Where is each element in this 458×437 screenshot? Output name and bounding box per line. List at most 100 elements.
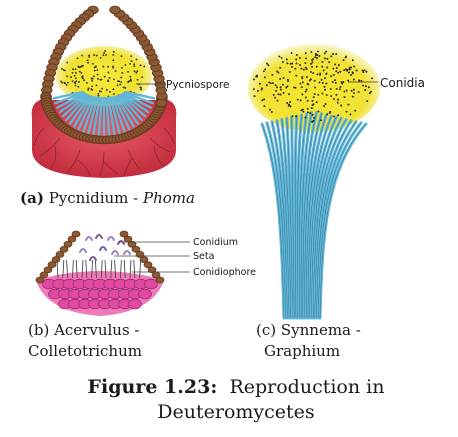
spore-dot <box>74 68 77 71</box>
conidiophore <box>110 259 113 279</box>
pycnidium-conidiophores <box>52 90 156 137</box>
spore-dot <box>99 78 102 81</box>
spore-dot <box>80 65 83 68</box>
spore-dot <box>120 55 123 57</box>
spore-dot <box>122 86 125 89</box>
conidium-dot <box>289 100 292 103</box>
panel-b-caption-line2: Colletotrichum <box>28 342 142 360</box>
conidium-dot <box>321 65 324 68</box>
conidium-dot <box>361 69 364 72</box>
conidium-dot <box>263 98 266 101</box>
conidium-dot <box>334 63 337 66</box>
spore-dot <box>119 83 122 86</box>
edge-bead <box>43 266 53 274</box>
conidium-dot <box>279 88 282 91</box>
spore-dot <box>112 59 115 62</box>
conidium-dot <box>295 54 298 56</box>
spore-dot <box>107 65 109 68</box>
spore-dot <box>64 82 67 85</box>
conidium-dot <box>325 72 328 75</box>
conidiophore-strand <box>92 96 101 136</box>
conidium-dot <box>362 71 365 74</box>
conidium-dot <box>358 79 361 82</box>
conidium-dot <box>352 78 355 81</box>
conidium-dot <box>315 65 318 68</box>
conidium-dot <box>324 57 327 60</box>
spore-dot <box>135 71 138 74</box>
conidium-dot <box>360 79 363 82</box>
conidia-dots <box>252 50 374 123</box>
conidium-dot <box>271 73 274 76</box>
spore-dot <box>78 70 81 73</box>
spore-dot <box>88 54 91 57</box>
conidium-dot <box>289 62 292 65</box>
host-cell <box>138 288 152 300</box>
spore-dot <box>86 59 89 62</box>
spore-dot <box>96 69 99 71</box>
conidiophore-strand <box>123 91 154 105</box>
spore-dot <box>60 80 63 83</box>
spore-dot <box>130 55 133 58</box>
pycniospore-dots <box>60 50 146 103</box>
conidiophore-strand <box>111 96 126 133</box>
spore-dot <box>77 85 80 88</box>
conidium-dot <box>339 86 342 88</box>
synnema-hypha-outline <box>261 123 285 319</box>
spore-dot <box>95 84 98 87</box>
conidium-dot <box>311 65 314 68</box>
conidiophore <box>66 259 69 279</box>
conidium-dot <box>285 58 288 61</box>
edge-bead <box>147 266 157 274</box>
conidium-dot <box>300 67 303 70</box>
synnema-hypha-outline <box>316 121 357 319</box>
spore-dot <box>61 67 63 70</box>
conidium-dot <box>324 103 327 106</box>
spore-dot <box>65 84 68 86</box>
synnema-hypha-outline <box>271 121 288 319</box>
conidia-mass <box>248 44 380 132</box>
conidium-dot <box>331 81 334 83</box>
conidium-dot <box>301 93 304 96</box>
conidiophore-strand <box>73 95 93 128</box>
conidium-dot <box>364 85 367 88</box>
conidium-dot <box>295 58 298 61</box>
conidium-dot <box>301 81 304 84</box>
spore-dot <box>80 71 83 74</box>
conidium-dot <box>347 103 350 106</box>
edge-bead <box>59 245 69 253</box>
conidium <box>79 248 87 253</box>
conidium-dot <box>258 82 261 85</box>
spore-dot <box>141 76 144 79</box>
spore-dot <box>104 50 106 52</box>
synnema-hypha-outline <box>306 114 327 319</box>
conidium-dot <box>325 82 328 85</box>
conidium-dot <box>332 53 334 55</box>
conidiophore <box>129 259 132 279</box>
spore-dot <box>107 71 110 74</box>
conidium-dot <box>281 60 284 63</box>
spore-dot <box>135 58 138 61</box>
conidiophore-strand <box>105 96 111 137</box>
spore-dot <box>82 64 84 67</box>
conidium-dot <box>268 81 270 84</box>
conidium-dot <box>355 69 358 72</box>
edge-bead <box>51 256 61 263</box>
conidium-dot <box>351 95 354 98</box>
conidium-dot <box>305 76 308 78</box>
conidium-dot <box>270 110 273 113</box>
conidiophore-strand <box>54 91 85 105</box>
conidium-dot <box>263 76 266 79</box>
spore-dot <box>114 70 117 72</box>
conidium-dot <box>305 68 308 71</box>
conidium-dot <box>266 62 268 65</box>
conidium-dot <box>279 78 282 80</box>
conidium-dot <box>311 120 314 123</box>
conidium-dot <box>282 92 285 94</box>
conidiophore <box>133 259 136 279</box>
conidium-dot <box>330 55 333 58</box>
conidium-dot <box>260 87 263 90</box>
conidium-dot <box>326 113 329 116</box>
conidium-dot <box>271 82 274 85</box>
conidium-dot <box>345 110 348 113</box>
conidium-dot <box>263 105 266 107</box>
